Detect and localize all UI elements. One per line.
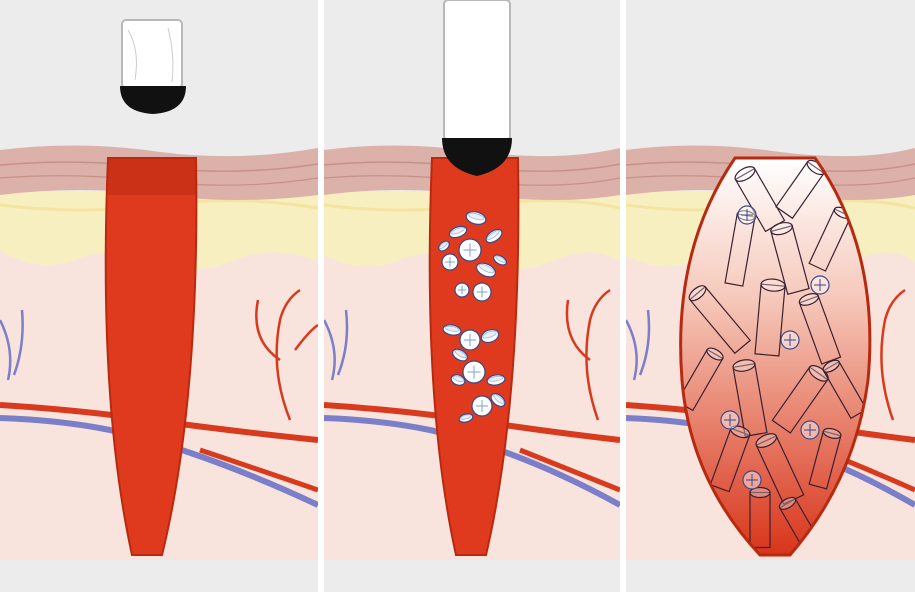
plug-end-icon: [743, 471, 761, 489]
panel-incision: [0, 0, 318, 592]
hemostatic-plug-icon: [442, 254, 458, 270]
plug-end-icon: [738, 206, 756, 224]
plug-end-icon: [781, 331, 799, 349]
applicator-icon: [442, 0, 512, 176]
panel-plugs-expanded: [626, 0, 915, 592]
panel-divider: [620, 0, 626, 592]
hemostatic-plug-icon: [473, 283, 491, 301]
hemostatic-plug-icon: [455, 283, 469, 297]
plug-end-icon: [721, 411, 739, 429]
applicator-icon: [120, 20, 186, 114]
hemostatic-plug-icon: [459, 239, 481, 261]
plug-end-icon: [801, 421, 819, 439]
hemostatic-plug-icon: [463, 361, 485, 383]
hemostatic-plug-icon: [460, 330, 480, 350]
hemostatic-plug-icon: [472, 396, 492, 416]
panel-plugs-deployed: [324, 0, 620, 592]
panel-divider: [318, 0, 324, 592]
plug-end-icon: [811, 276, 829, 294]
